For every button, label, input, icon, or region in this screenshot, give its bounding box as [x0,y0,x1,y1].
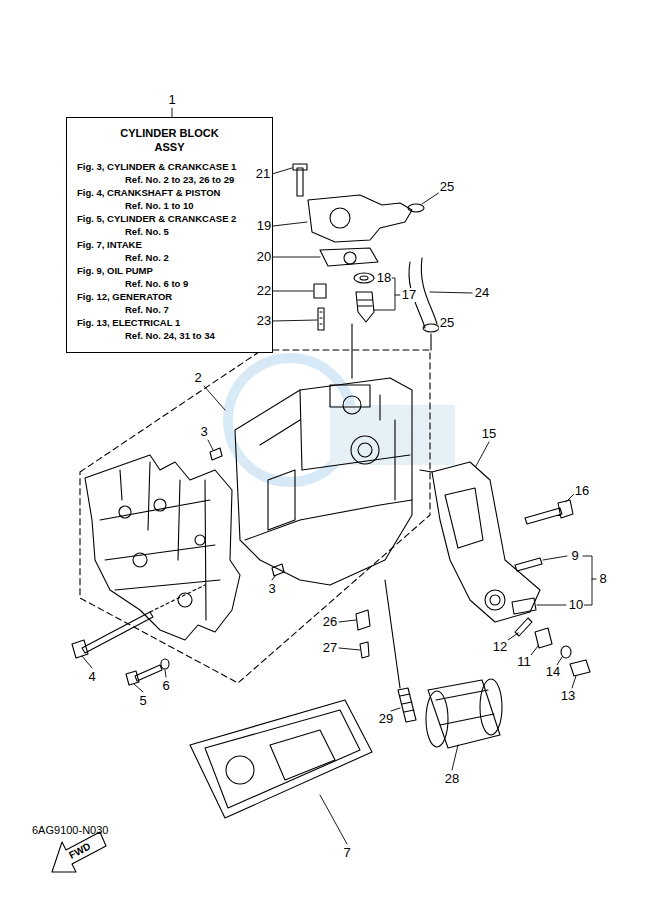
callout-number: 9 [570,549,579,563]
callout-number: 29 [378,712,394,726]
callout-number: 22 [256,284,272,298]
ref-numbers: Ref. No. 6 to 9 [73,277,266,290]
callout-number: 8 [598,572,607,586]
bolt [515,558,542,571]
callout-number: 1 [167,93,176,107]
callout-number: 7 [342,846,351,860]
callout-number: 25 [439,180,455,194]
callout-number: 3 [199,425,208,439]
figure-reference: Fig. 7, INTAKE [73,238,266,251]
fitting [512,598,536,614]
bolt [126,665,162,685]
thermostat-group [293,164,412,378]
figure-reference: Fig. 13, ELECTRICAL 1 [73,316,266,329]
callout-number: 25 [439,316,455,330]
callout-number: 18 [376,271,392,285]
direction-label: FWD [66,839,94,863]
callout-number: 24 [474,286,490,300]
cylinder-block [235,378,412,585]
hose [408,204,439,350]
leader [385,580,400,688]
crankcase [85,455,240,640]
fwd-arrow [52,832,106,872]
callout-number: 17 [401,288,417,302]
figure-reference: Fig. 3, CYLINDER & CRANKCASE 1 [73,160,266,173]
ref-numbers: Ref. No. 1 to 10 [73,199,266,212]
watermark [228,358,455,482]
valve [535,628,552,648]
figure-reference: Fig. 4, CRANKSHAFT & PISTON [73,186,266,199]
callout-number: 28 [444,772,460,786]
callout-number: 16 [574,484,590,498]
oil-filter [426,679,502,748]
figure-reference: Fig. 5, CYLINDER & CRANKCASE 2 [73,212,266,225]
figure-reference: Fig. 12, GENERATOR [73,290,266,303]
bolt [72,612,153,658]
callout-number: 15 [481,427,497,441]
ref-numbers: Ref. No. 7 [73,303,266,316]
side-cover [420,462,540,622]
callout-number: 11 [516,655,532,669]
ref-numbers: Ref. No. 2 [73,251,266,264]
drawing-code: 6AG9100-N030 [31,823,109,837]
callout-number: 3 [267,582,276,596]
callout-number: 2 [193,371,202,385]
gasket [190,700,372,818]
assembly-outline [80,350,430,683]
callout-number: 12 [492,640,508,654]
reference-box: CYLINDER BLOCK ASSY Fig. 3, CYLINDER & CR… [66,117,273,353]
callout-number: 10 [568,598,584,612]
callout-number: 14 [545,665,561,679]
screw [360,642,369,658]
callout-number: 20 [256,250,272,264]
ref-numbers: Ref. No. 2 to 23, 26 to 29 [73,173,266,186]
leader [150,585,205,612]
bolt [525,500,573,524]
box-heading: CYLINDER BLOCK ASSY [111,126,229,154]
washer [161,659,169,669]
o-ring [561,646,571,658]
callout-number: 23 [256,314,272,328]
callout-number: 19 [256,219,272,233]
dowel-pin [210,448,222,460]
ref-numbers: Ref. No. 24, 31 to 34 [73,329,266,342]
callout-number: 21 [255,167,271,181]
callout-number: 4 [87,670,96,684]
callout-number: 26 [322,615,338,629]
plug [570,660,590,676]
bracket [356,610,370,630]
stud [398,688,416,722]
callout-number: 6 [161,679,170,693]
figure-reference: Fig. 9, OIL PUMP [73,264,266,277]
dowel-pin [272,564,284,576]
ref-numbers: Ref. No. 5 [73,225,266,238]
callout-number: 27 [322,641,338,655]
callout-number: 5 [138,694,147,708]
callout-number: 13 [560,689,576,703]
